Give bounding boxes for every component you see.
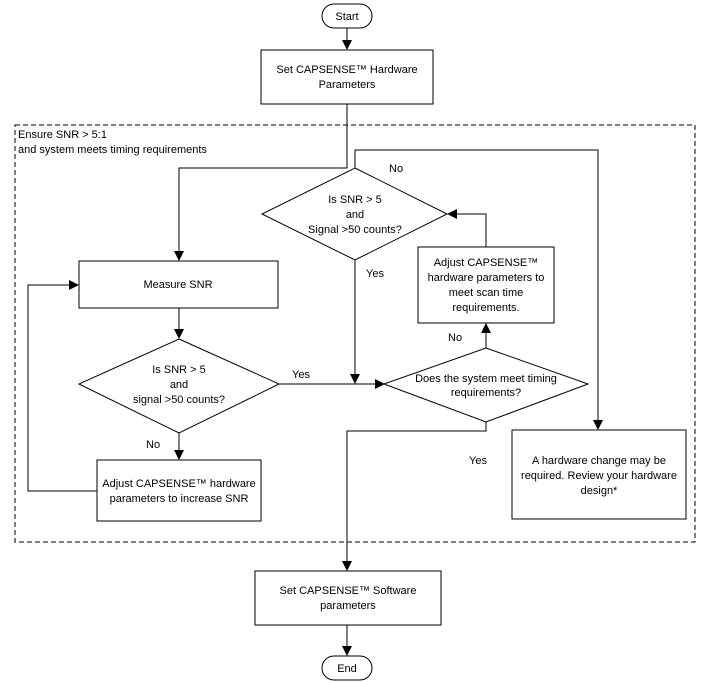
adjust-snr-box — [96, 459, 262, 522]
edge-timing-yes-to-set-sw — [342, 422, 487, 571]
set-software-parameters-box — [254, 570, 442, 626]
start-label: Start — [335, 11, 358, 23]
edge-label-yes-timing: Yes — [469, 455, 487, 467]
adjust-snr-line1: Adjust CAPSENSE™ hardware — [102, 478, 255, 490]
hw-change-line1: A hardware change may be — [532, 455, 666, 467]
edge-label-no-left: No — [146, 439, 160, 451]
set-hardware-parameters-box — [260, 49, 434, 105]
adjust-scan-line2: hardware parameters to — [428, 272, 545, 284]
decision-timing-line2: requirements? — [451, 387, 521, 399]
region-label-line1: Ensure SNR > 5:1 — [18, 129, 107, 141]
decision-top-line3: Signal >50 counts? — [308, 224, 402, 236]
edge-adjust-scan-to-top-decision — [447, 209, 487, 247]
adjust-scan-line4: requirements. — [452, 302, 519, 314]
edge-label-yes-top: Yes — [366, 268, 384, 280]
region-label-line2: and system meets timing requirements — [18, 144, 207, 156]
decision-top-line1: Is SNR > 5 — [328, 194, 382, 206]
end-terminal — [321, 655, 373, 681]
edge-label-yes-left: Yes — [292, 369, 310, 381]
decision-timing — [382, 347, 590, 423]
end-label: End — [337, 663, 357, 675]
edge-label-no-top: No — [389, 163, 403, 175]
measure-snr-box — [78, 260, 279, 309]
set-hw-line2: Parameters — [319, 79, 376, 91]
hw-change-line2: required. Review your hardware — [521, 470, 677, 482]
decision-left-line2: and — [170, 379, 188, 391]
hardware-change-box — [511, 429, 687, 520]
edge-set-hw-to-measure — [174, 104, 348, 261]
decision-left-line3: signal >50 counts? — [133, 394, 225, 406]
adjust-scan-line1: Adjust CAPSENSE™ — [434, 257, 539, 269]
set-sw-line2: parameters — [320, 600, 376, 612]
set-sw-line1: Set CAPSENSE™ Software — [280, 585, 417, 597]
edge-adjust-loop-to-measure — [27, 280, 97, 492]
measure-snr-label: Measure SNR — [143, 279, 212, 291]
set-hw-line1: Set CAPSENSE™ Hardware — [276, 64, 417, 76]
edge-top-no-to-hw-change — [354, 149, 603, 430]
adjust-scan-time-box — [417, 246, 555, 324]
edge-label-no-timing: No — [448, 332, 462, 344]
decision-timing-line1: Does the system meet timing — [415, 373, 557, 385]
decision-top-line2: and — [346, 209, 364, 221]
adjust-snr-line2: parameters to increase SNR — [110, 493, 249, 505]
hw-change-line3: design* — [581, 485, 618, 497]
adjust-scan-line3: meet scan time — [449, 287, 524, 299]
decision-left-line1: Is SNR > 5 — [152, 364, 206, 376]
timing-region-border — [14, 124, 696, 543]
